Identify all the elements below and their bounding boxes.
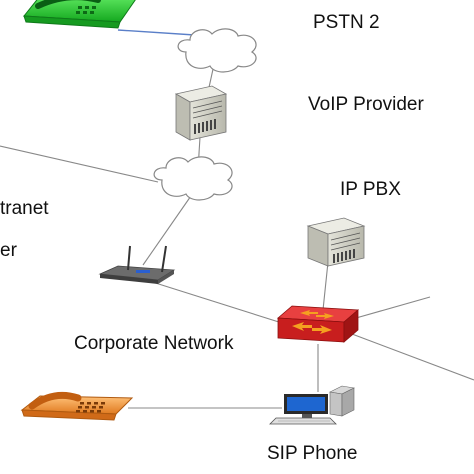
label-pstn-2: PSTN 2 <box>313 12 380 33</box>
label-voip-provider: VoIP Provider <box>308 94 424 115</box>
cloud-icon <box>177 28 257 73</box>
desk-phone-icon <box>20 391 134 421</box>
label-extranet-partial: tranet <box>0 198 49 219</box>
link-left-edge-lower-cloud <box>0 145 159 183</box>
pstn-phone-icon <box>23 0 136 29</box>
router-icon <box>276 305 360 343</box>
server-icon <box>306 217 366 267</box>
link-pbx-router <box>322 261 329 311</box>
link-wifi-router-router <box>145 279 283 324</box>
connection-lines <box>0 29 474 409</box>
link-router-right-upper <box>355 296 431 319</box>
label-ip-pbx: IP PBX <box>340 179 401 200</box>
label-left-partial: er <box>0 240 17 261</box>
cloud-icon <box>153 156 233 201</box>
wifi-router-icon <box>98 245 176 284</box>
link-lower-cloud-wifi-router <box>142 192 194 266</box>
link-router-right-lower <box>351 333 474 381</box>
label-sip-phone: SIP Phone <box>267 443 358 464</box>
workstation-icon <box>269 385 355 425</box>
label-corporate-network: Corporate Network <box>74 333 234 354</box>
server-icon <box>174 85 228 141</box>
